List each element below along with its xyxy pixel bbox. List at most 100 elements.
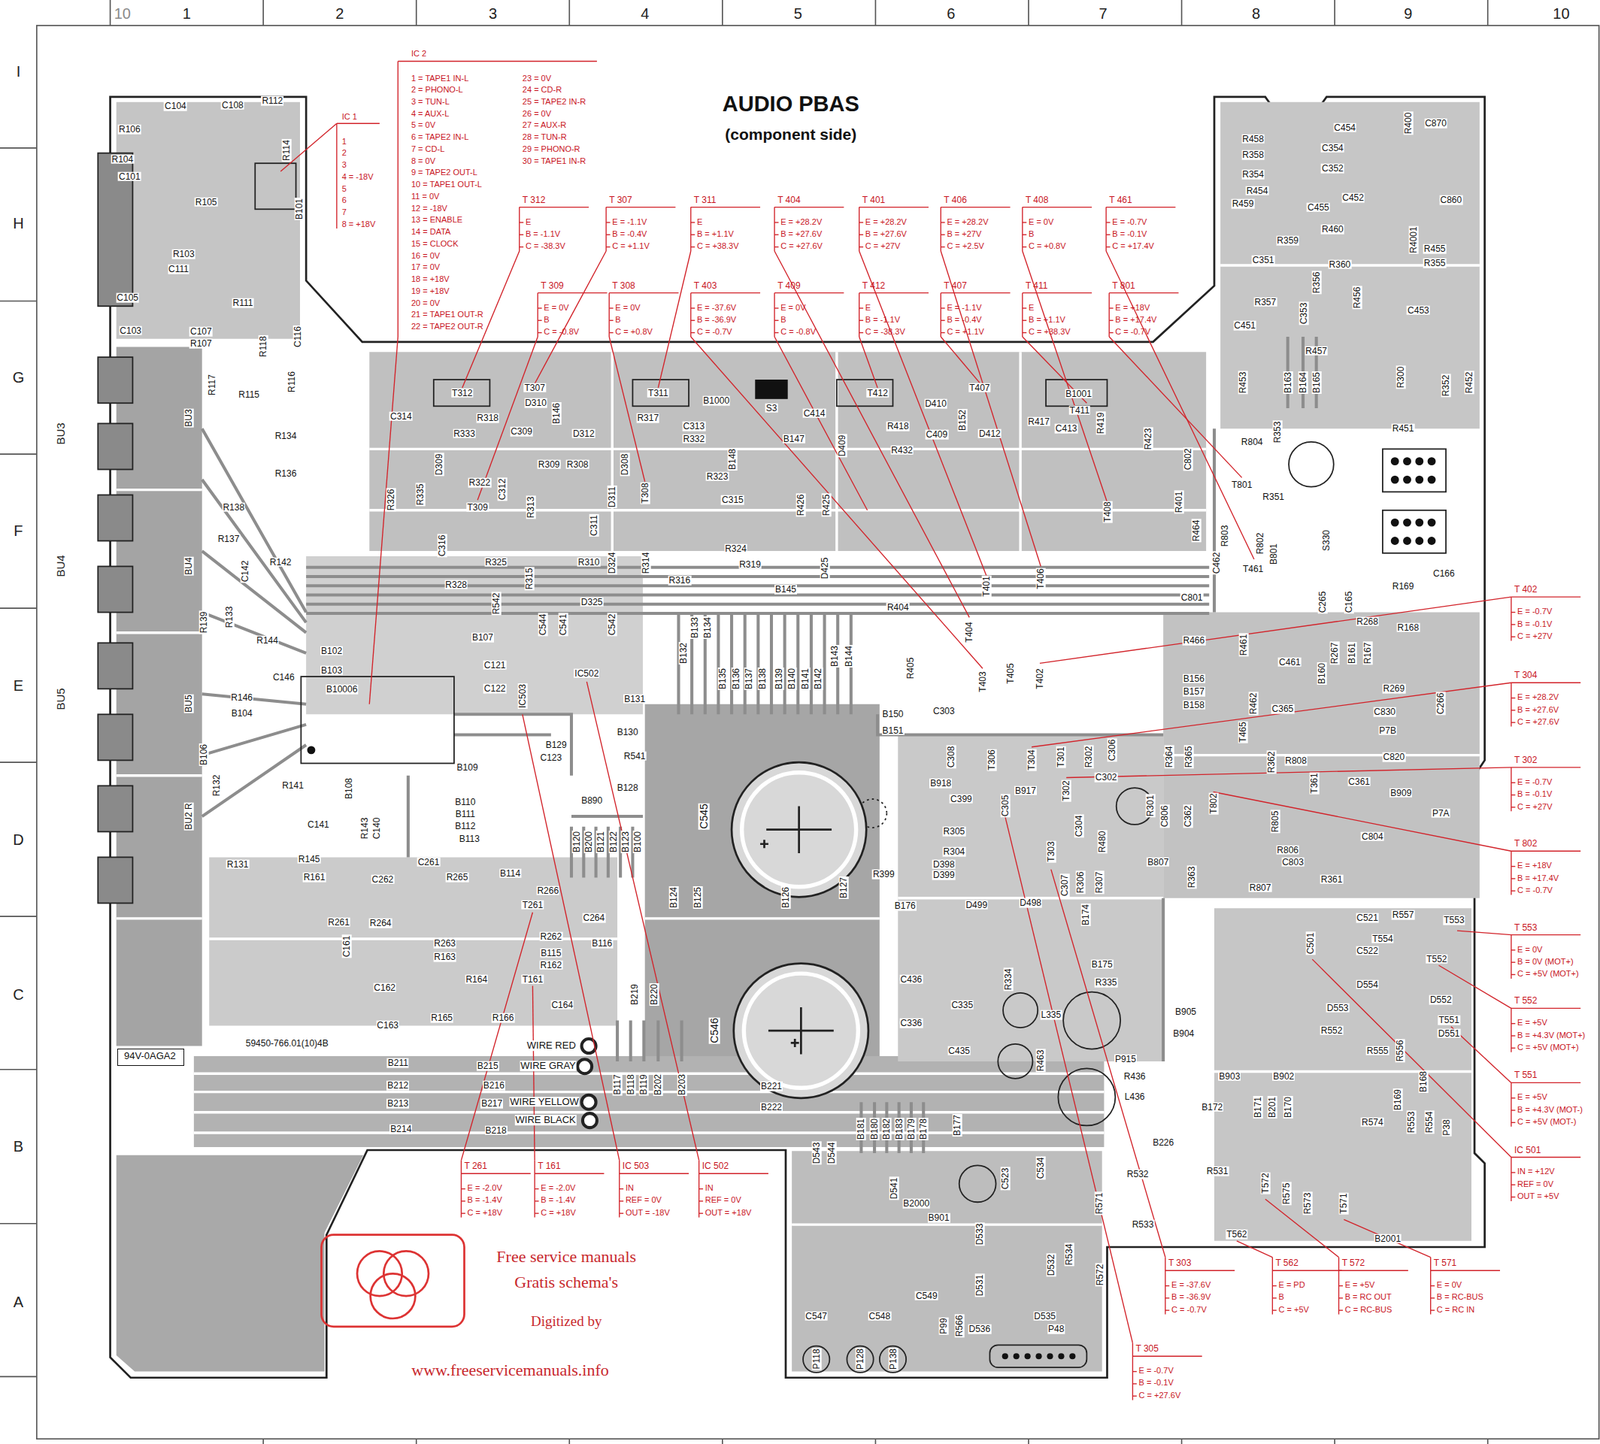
voltage-reading: C = +27V — [1517, 632, 1552, 642]
part-label: R404 — [886, 602, 910, 613]
leader-line — [1165, 1309, 1170, 1311]
part-label: BU2 R — [184, 802, 194, 831]
connector-pin — [1046, 1353, 1053, 1360]
voltage-reading: E = -0.7V — [1517, 778, 1552, 788]
part-label: B128 — [616, 782, 640, 793]
part-label: R572 — [1095, 1263, 1106, 1288]
part-label: C123 — [539, 753, 564, 764]
pin-label: 18 = +18V — [411, 275, 450, 285]
watermark: www.freeservicemanuals.info — [411, 1361, 609, 1379]
part-label: R360 — [1328, 259, 1352, 270]
part-label: R557 — [1391, 910, 1416, 921]
part-label: C161 — [342, 935, 352, 959]
part-label: D536 — [968, 1324, 992, 1335]
part-label: C311 — [589, 514, 600, 537]
voltage-reading: B = RC-BUS — [1436, 1293, 1484, 1304]
leader-line — [336, 123, 337, 229]
voltage-reading: C = -38.3V — [865, 328, 906, 338]
grid-reference: 3 — [488, 5, 497, 22]
part-label: R132 — [211, 774, 222, 798]
connector-pin — [1002, 1353, 1009, 1360]
leader-line — [518, 207, 520, 252]
part-label: B124 — [668, 886, 679, 910]
callout-header: T 552 — [1514, 996, 1537, 1007]
pin-label: 2 = PHONO-L — [411, 85, 464, 95]
voltage-reading: B = +17.4V — [1517, 874, 1559, 884]
leader-line — [774, 251, 970, 618]
part-label: T552 — [1425, 954, 1448, 964]
voltage-reading: E = -37.6V — [1171, 1281, 1211, 1291]
part-label: B100 — [633, 830, 643, 854]
leader-line — [619, 1173, 689, 1175]
callout-header: IC 503 — [622, 1161, 649, 1172]
part-label: R116 — [287, 370, 297, 394]
voltage-reading: E = -2.0V — [540, 1184, 576, 1194]
connector-pin — [1057, 1353, 1064, 1360]
pin-label: 27 = AUX-R — [522, 121, 567, 131]
connector-pin — [1427, 536, 1437, 546]
part-label: C316 — [436, 534, 447, 558]
leader-line — [774, 246, 779, 248]
voltage-reading: C = +5V (MOT-) — [1517, 1118, 1576, 1128]
part-label: C261 — [417, 857, 441, 867]
board-code: 59450-766.01(10)4B — [245, 1039, 330, 1049]
subtitle: (component side) — [724, 126, 857, 143]
leader-line — [606, 206, 676, 208]
part-label: B201 — [1267, 1095, 1278, 1119]
connector-pin — [1427, 475, 1437, 485]
pin-label: 6 = TAPE2 IN-L — [411, 133, 469, 143]
callout-header: T 571 — [1433, 1258, 1457, 1269]
part-label: T404 — [964, 621, 975, 644]
part-label: D552 — [1429, 995, 1453, 1006]
connector-pin — [1415, 518, 1424, 528]
leader-line — [1511, 1157, 1581, 1158]
leader-line — [522, 714, 620, 1161]
leader-line — [774, 234, 779, 236]
leader-line — [1510, 596, 1512, 641]
part-label: B170 — [1282, 1095, 1293, 1119]
voltage-reading: B = -1.1V — [525, 230, 561, 240]
part-label: R314 — [641, 551, 652, 576]
leader-line — [690, 292, 761, 294]
leader-line — [1272, 1309, 1276, 1311]
part-label: B2001 — [1373, 1233, 1402, 1244]
part-label: B902 — [1272, 1071, 1295, 1082]
leader-line — [859, 251, 988, 577]
component-outline — [1003, 993, 1038, 1028]
leader-line — [462, 251, 520, 388]
part-label: R804 — [1240, 436, 1264, 447]
voltage-reading: E = 0V — [1028, 218, 1054, 228]
part-label: R553 — [1406, 1111, 1417, 1135]
part-label: R262 — [539, 932, 564, 943]
voltage-reading: E = -0.7V — [1112, 218, 1147, 228]
component-outline — [1288, 442, 1334, 488]
part-label: C163 — [375, 1021, 400, 1031]
pin-label: 16 = 0V — [411, 251, 440, 261]
jack-socket — [97, 857, 133, 904]
callout-header: T 461 — [1109, 195, 1132, 206]
voltage-reading: B = +1.1V — [696, 230, 734, 240]
part-label: T551 — [1437, 1015, 1460, 1026]
part-label: T361 — [1309, 772, 1320, 795]
part-label: R269 — [1382, 684, 1407, 694]
part-label: BU5 — [184, 694, 194, 714]
callout-header: T 408 — [1025, 195, 1049, 206]
part-label: R305 — [942, 827, 967, 837]
voltage-reading: C = RC-BUS — [1345, 1306, 1393, 1316]
part-label: T554 — [1371, 933, 1394, 944]
leader-line — [774, 320, 779, 322]
leader-line — [280, 123, 337, 172]
callout-header: T 409 — [777, 281, 800, 291]
part-label: R566 — [954, 1315, 964, 1339]
grid-reference: F — [13, 522, 23, 539]
part-label: R165 — [430, 1013, 454, 1024]
part-label: D308 — [619, 452, 630, 476]
part-label: D551 — [1437, 1028, 1461, 1039]
leader-line — [609, 320, 613, 322]
title: AUDIO PBAS — [722, 92, 860, 116]
leader-line — [519, 206, 589, 208]
jack-socket — [97, 566, 133, 613]
part-label: C455 — [1306, 202, 1331, 213]
part-label: R323 — [706, 471, 730, 482]
